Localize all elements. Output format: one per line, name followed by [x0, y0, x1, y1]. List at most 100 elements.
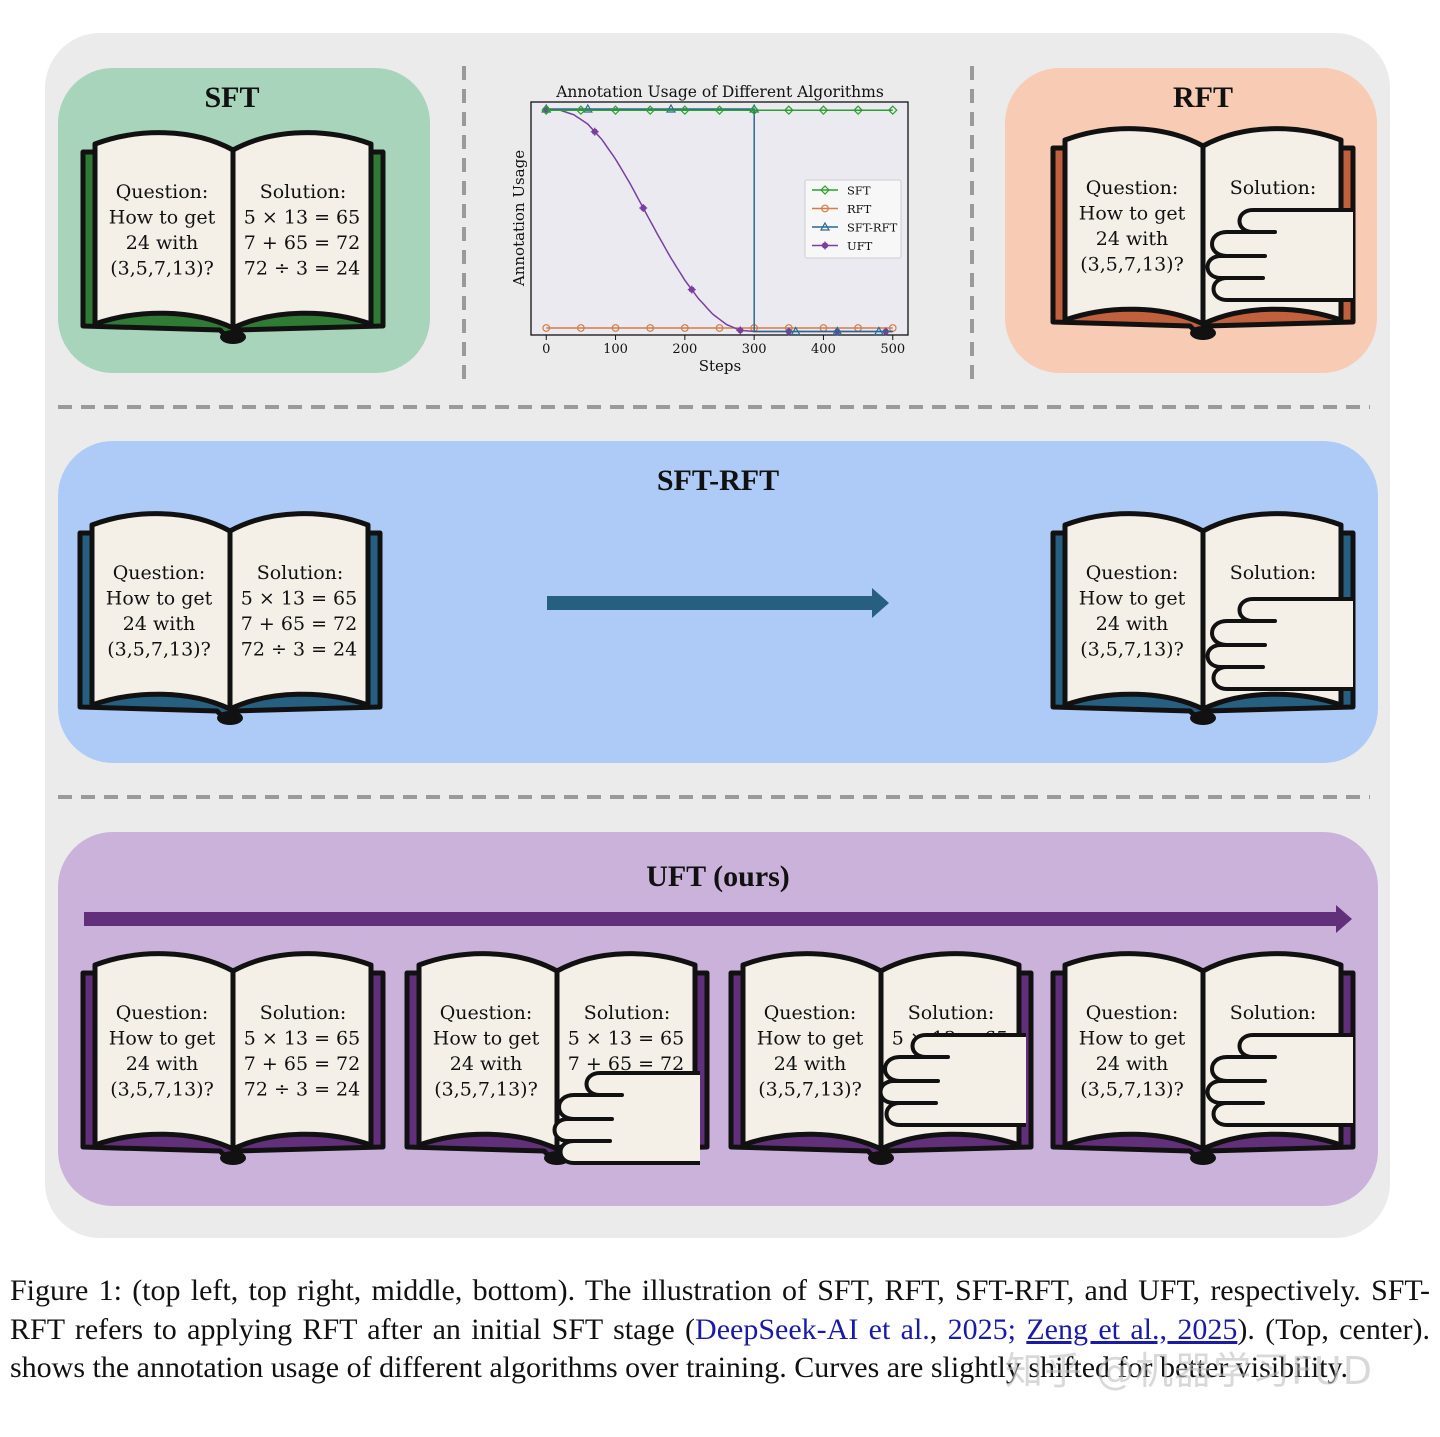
book-question-line: 24 with	[1096, 1053, 1168, 1075]
legend-marker	[820, 185, 830, 195]
book-solution-label: Solution:	[1230, 1002, 1317, 1024]
book-spine	[217, 711, 243, 725]
chart-series-marker	[541, 105, 552, 116]
book-question-line: How to get	[433, 1028, 540, 1050]
books-layer: Question: How to get 24 with (3,5,7,13)? Sol…	[77, 126, 1356, 1165]
chart-series-marker	[611, 324, 620, 332]
sftrft-arrow	[547, 588, 889, 618]
book-spine	[1190, 1151, 1216, 1165]
chart-series-marker	[687, 285, 696, 294]
legend-entry-sft-rft: SFT-RFT	[812, 221, 898, 235]
book-left-page	[89, 511, 233, 712]
book-solution-step: 5 × 13 = 65	[244, 1028, 360, 1050]
chart-series-line	[546, 108, 893, 333]
book-left-page	[92, 951, 236, 1152]
book-question-line: Question:	[1086, 1002, 1179, 1024]
book-question-line: Question:	[764, 1002, 857, 1024]
caption-text-1: Figure 1: (top left, top right, middle, …	[10, 1274, 1430, 1346]
book-left-page	[92, 130, 236, 331]
book-right-page	[227, 511, 371, 712]
book-spine	[1190, 711, 1216, 725]
chart-series-marker	[783, 105, 794, 116]
chart-series-marker	[576, 105, 586, 116]
chart-x-label: Steps	[699, 357, 741, 375]
book-right-page	[230, 951, 374, 1152]
book-question-line: (3,5,7,13)?	[758, 1079, 862, 1101]
book-question-line: How to get	[1079, 1028, 1186, 1050]
chart-series-marker	[646, 324, 655, 332]
chart-series-marker	[665, 103, 677, 113]
book-question-line: How to get	[1079, 588, 1186, 610]
book-solution-label: Solution:	[1230, 562, 1317, 584]
book-solution-step: 5 × 13 = 65	[244, 207, 360, 229]
sft-panel-title: SFT	[204, 81, 259, 114]
chart-series-marker	[749, 105, 759, 116]
book-question-line: Question:	[116, 181, 209, 203]
citation-link-deepseek-year[interactable]: 2025	[947, 1312, 1008, 1346]
chart-x-tick-label: 300	[742, 342, 767, 357]
book-question-line: 24 with	[126, 232, 198, 254]
chart-series-marker	[873, 326, 884, 336]
caption-sep-1: ,	[929, 1312, 948, 1346]
book-spine	[868, 1151, 894, 1165]
book-question-line: How to get	[1079, 203, 1186, 225]
book-solution-step: 7 + 65 = 72	[244, 1053, 360, 1075]
legend-label: SFT	[847, 184, 871, 198]
legend-marker	[819, 221, 831, 231]
chart-x-tick-label: 100	[603, 342, 628, 357]
chart-series-marker	[715, 324, 724, 332]
chart-series-marker	[680, 105, 690, 116]
chart-series-marker	[582, 103, 593, 113]
book-question-line: Question:	[116, 1002, 209, 1024]
uft-arrow	[84, 905, 1352, 933]
chart-series-marker	[590, 127, 599, 136]
book-spine	[220, 330, 246, 344]
book-solution-label: Solution:	[908, 1002, 995, 1024]
book-question-line: How to get	[106, 588, 213, 610]
chart-series-marker	[680, 324, 689, 332]
chart-series-marker	[887, 105, 898, 116]
book-solution-label: Solution:	[260, 181, 347, 203]
legend-marker	[821, 204, 829, 213]
uft-panel-title: UFT (ours)	[646, 860, 790, 893]
citation-link-deepseek[interactable]: DeepSeek-AI et al.	[695, 1312, 930, 1346]
legend-entry-rft: RFT	[812, 202, 872, 216]
book-solution-step: 7 + 65 = 72	[568, 1053, 684, 1075]
chart-x-tick-label: 400	[811, 342, 836, 357]
book-solution-step: 7 + 65 = 72	[244, 232, 360, 254]
book-question-line: 24 with	[123, 613, 195, 635]
chart-series-marker	[610, 105, 621, 116]
chart-y-label: Annotation Usage	[510, 150, 528, 287]
chart-series-marker	[639, 204, 648, 213]
book-question-line: (3,5,7,13)?	[1080, 639, 1184, 661]
book-left-page	[416, 951, 560, 1152]
chart-series-rft	[542, 324, 897, 332]
book-question-line: 24 with	[1096, 613, 1168, 635]
caption-text-2: ). (Top, center). shows the annotation u…	[10, 1312, 1430, 1385]
chart-series-marker	[818, 105, 829, 116]
rft-panel-title: RFT	[1173, 81, 1233, 114]
citation-link-zeng[interactable]: Zeng et al., 2025	[1026, 1312, 1238, 1346]
chart-series-marker	[542, 324, 551, 332]
book-question-line: 24 with	[774, 1053, 846, 1075]
chart-x-tick-label: 200	[672, 342, 697, 357]
book-solution-step: 7 + 65 = 72	[241, 613, 357, 635]
book-question-line: (3,5,7,13)?	[107, 639, 211, 661]
book-left-page	[740, 951, 884, 1152]
book-solution-step: 5 × 13 = 65	[568, 1028, 684, 1050]
figure-caption: Figure 1: (top left, top right, middle, …	[10, 1272, 1430, 1388]
book-question-line: (3,5,7,13)?	[110, 258, 214, 280]
chart-series-marker	[853, 105, 863, 116]
book-question-line: Question:	[1086, 177, 1179, 199]
book-right-page	[230, 130, 374, 331]
book-question-line: Question:	[113, 562, 206, 584]
chart-series-marker	[790, 326, 801, 336]
legend-marker	[821, 241, 829, 250]
book-question-line: Question:	[440, 1002, 533, 1024]
book-solution-label: Solution:	[257, 562, 344, 584]
book-solution-step: 72 ÷ 3 = 24	[244, 1079, 360, 1101]
